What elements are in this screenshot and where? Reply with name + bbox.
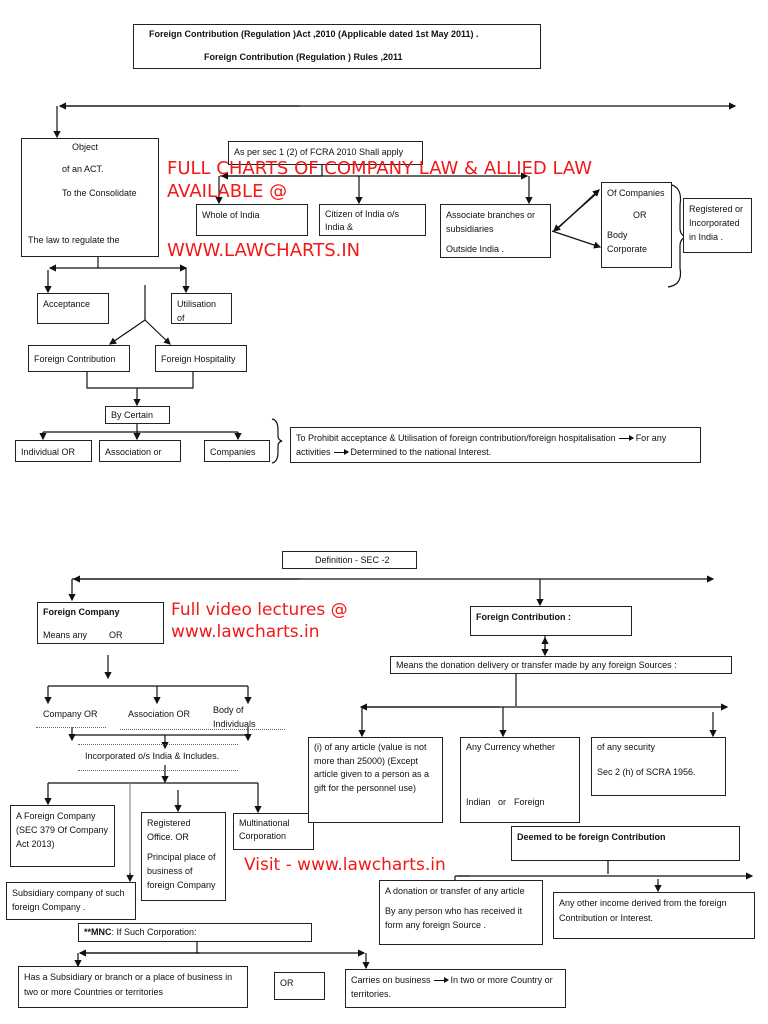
or-box: OR bbox=[274, 972, 325, 1000]
companies-text: Of Companies bbox=[607, 188, 665, 198]
act-title: Foreign Contribution (Regulation )Act ,2… bbox=[149, 29, 479, 39]
watermark-link[interactable]: Visit - www.lawcharts.in bbox=[244, 855, 446, 875]
company-or-text: Company OR bbox=[43, 709, 98, 719]
acceptance-box: Acceptance bbox=[37, 293, 109, 324]
companies-box: Companies bbox=[204, 440, 270, 462]
registered-office-box: Registered Office. OR Principal place of… bbox=[141, 812, 226, 901]
security-box: of any security Sec 2 (h) of SCRA 1956. bbox=[591, 737, 726, 796]
arrow-right-icon bbox=[333, 449, 349, 456]
scra-text: Sec 2 (h) of SCRA 1956. bbox=[597, 767, 696, 777]
associate-box: Associate branches or subsidiaries Outsi… bbox=[440, 204, 551, 258]
object-box: Object of an ACT. To the Consolidate The… bbox=[21, 138, 159, 257]
or-text: OR bbox=[633, 210, 647, 220]
watermark-link[interactable]: WWW.LAWCHARTS.IN bbox=[167, 240, 361, 261]
mnc-label: **MNC bbox=[84, 927, 112, 937]
watermark-text: FULL CHARTS OF COMPANY LAW & ALLIED LAW bbox=[167, 158, 593, 179]
carries-text: Carries on business bbox=[351, 975, 431, 985]
object-text: Object bbox=[72, 142, 99, 152]
deemed-box: Deemed to be foreign Contribution bbox=[511, 826, 740, 861]
foreign-hospitality-box: Foreign Hospitality bbox=[155, 345, 247, 372]
prohibit-text: To Prohibit acceptance & Utilisation of … bbox=[296, 433, 616, 443]
individual-box: Individual OR bbox=[15, 440, 92, 462]
foreign-company-box: Foreign Company Means any OR bbox=[37, 602, 164, 644]
currency-box: Any Currency whether Indian or Foreign bbox=[460, 737, 580, 823]
subsidiary-box: Subsidiary company of such foreign Compa… bbox=[6, 882, 136, 920]
watermark-text: AVAILABLE @ bbox=[167, 181, 288, 202]
foreign-company-title: Foreign Company bbox=[43, 607, 120, 617]
means-text: Means any bbox=[43, 630, 88, 640]
whole-of-india-box: Whole of India bbox=[196, 204, 308, 236]
utilisation-box: Utilisation of bbox=[171, 293, 232, 324]
body-individuals-text: Body of Individuals bbox=[213, 705, 256, 729]
object-text: of an ACT. bbox=[62, 164, 104, 174]
registered-box: Registered or Incorporated in India . bbox=[683, 198, 752, 253]
prohibit-text: activities bbox=[296, 447, 331, 457]
incorporated-text: Incorporated o/s India & Includes. bbox=[85, 751, 220, 761]
foreign-text: Foreign bbox=[514, 797, 545, 807]
principal-place-text: Principal place of business of foreign C… bbox=[147, 852, 216, 890]
arrow-right-icon bbox=[433, 977, 449, 984]
dotted-divider bbox=[120, 729, 285, 730]
indian-text: Indian bbox=[466, 797, 491, 807]
prohibit-text: For any bbox=[635, 433, 667, 443]
definition-box: Definition - SEC -2 bbox=[282, 551, 417, 569]
dotted-divider bbox=[36, 727, 106, 728]
currency-text: Any Currency whether bbox=[466, 742, 556, 752]
watermark-text: Full video lectures @ bbox=[171, 600, 348, 620]
apply-box: As per sec 1 (2) of FCRA 2010 Shall appl… bbox=[228, 141, 423, 165]
citizen-box: Citizen of India o/s India & bbox=[319, 204, 426, 236]
by-certain-box: By Certain bbox=[105, 406, 170, 424]
dotted-divider bbox=[78, 744, 238, 745]
object-text: The law to regulate the bbox=[28, 235, 120, 245]
associate-text: Associate branches or subsidiaries bbox=[446, 210, 536, 234]
security-text: of any security bbox=[597, 742, 656, 752]
registered-office-text: Registered Office. OR bbox=[147, 818, 191, 842]
dotted-divider bbox=[78, 770, 238, 771]
mnc-condition-box: **MNC: If Such Corporation: bbox=[78, 923, 312, 942]
companies-box: Of Companies OR Body Corporate bbox=[601, 182, 672, 268]
deemed-title: Deemed to be foreign Contribution bbox=[517, 832, 666, 842]
outside-india-text: Outside India . bbox=[446, 244, 505, 254]
rules-title: Foreign Contribution (Regulation ) Rules… bbox=[204, 52, 403, 62]
object-text: To the Consolidate bbox=[62, 188, 137, 198]
prohibit-text: Determined to the national Interest. bbox=[350, 447, 492, 457]
donation-text: A donation or transfer of any article bbox=[385, 886, 525, 896]
fc-means-box: Means the donation delivery or transfer … bbox=[390, 656, 732, 674]
or-text: OR bbox=[109, 630, 123, 640]
prohibit-box: To Prohibit acceptance & Utilisation of … bbox=[290, 427, 701, 463]
article-box: (i) of any article (value is not more th… bbox=[308, 737, 443, 823]
other-income-box: Any other income derived from the foreig… bbox=[553, 892, 755, 939]
arrow-right-icon bbox=[618, 435, 634, 442]
foreign-contribution-box: Foreign Contribution bbox=[28, 345, 130, 372]
mnc-condition-text: : If Such Corporation: bbox=[111, 927, 197, 937]
fc-title: Foreign Contribution : bbox=[476, 612, 571, 622]
or-text: or bbox=[498, 797, 507, 807]
has-subsidiary-box: Has a Subsidiary or branch or a place of… bbox=[18, 966, 248, 1008]
fc-title-box: Foreign Contribution : bbox=[470, 606, 632, 636]
association-box: Association or bbox=[99, 440, 181, 462]
body-corporate-text: Body Corporate bbox=[607, 230, 648, 254]
donation-text: By any person who has received it form a… bbox=[385, 906, 523, 930]
a-foreign-company-box: A Foreign Company (SEC 379 Of Company Ac… bbox=[10, 805, 115, 867]
donation-box: A donation or transfer of any article By… bbox=[379, 880, 543, 945]
association-or-text: Association OR bbox=[128, 709, 191, 719]
mnc-box: Multinational Corporation bbox=[233, 813, 314, 850]
act-title-box: Foreign Contribution (Regulation )Act ,2… bbox=[133, 24, 541, 69]
watermark-link[interactable]: www.lawcharts.in bbox=[171, 622, 320, 642]
carries-text: In two or more Country or territories. bbox=[351, 975, 553, 999]
